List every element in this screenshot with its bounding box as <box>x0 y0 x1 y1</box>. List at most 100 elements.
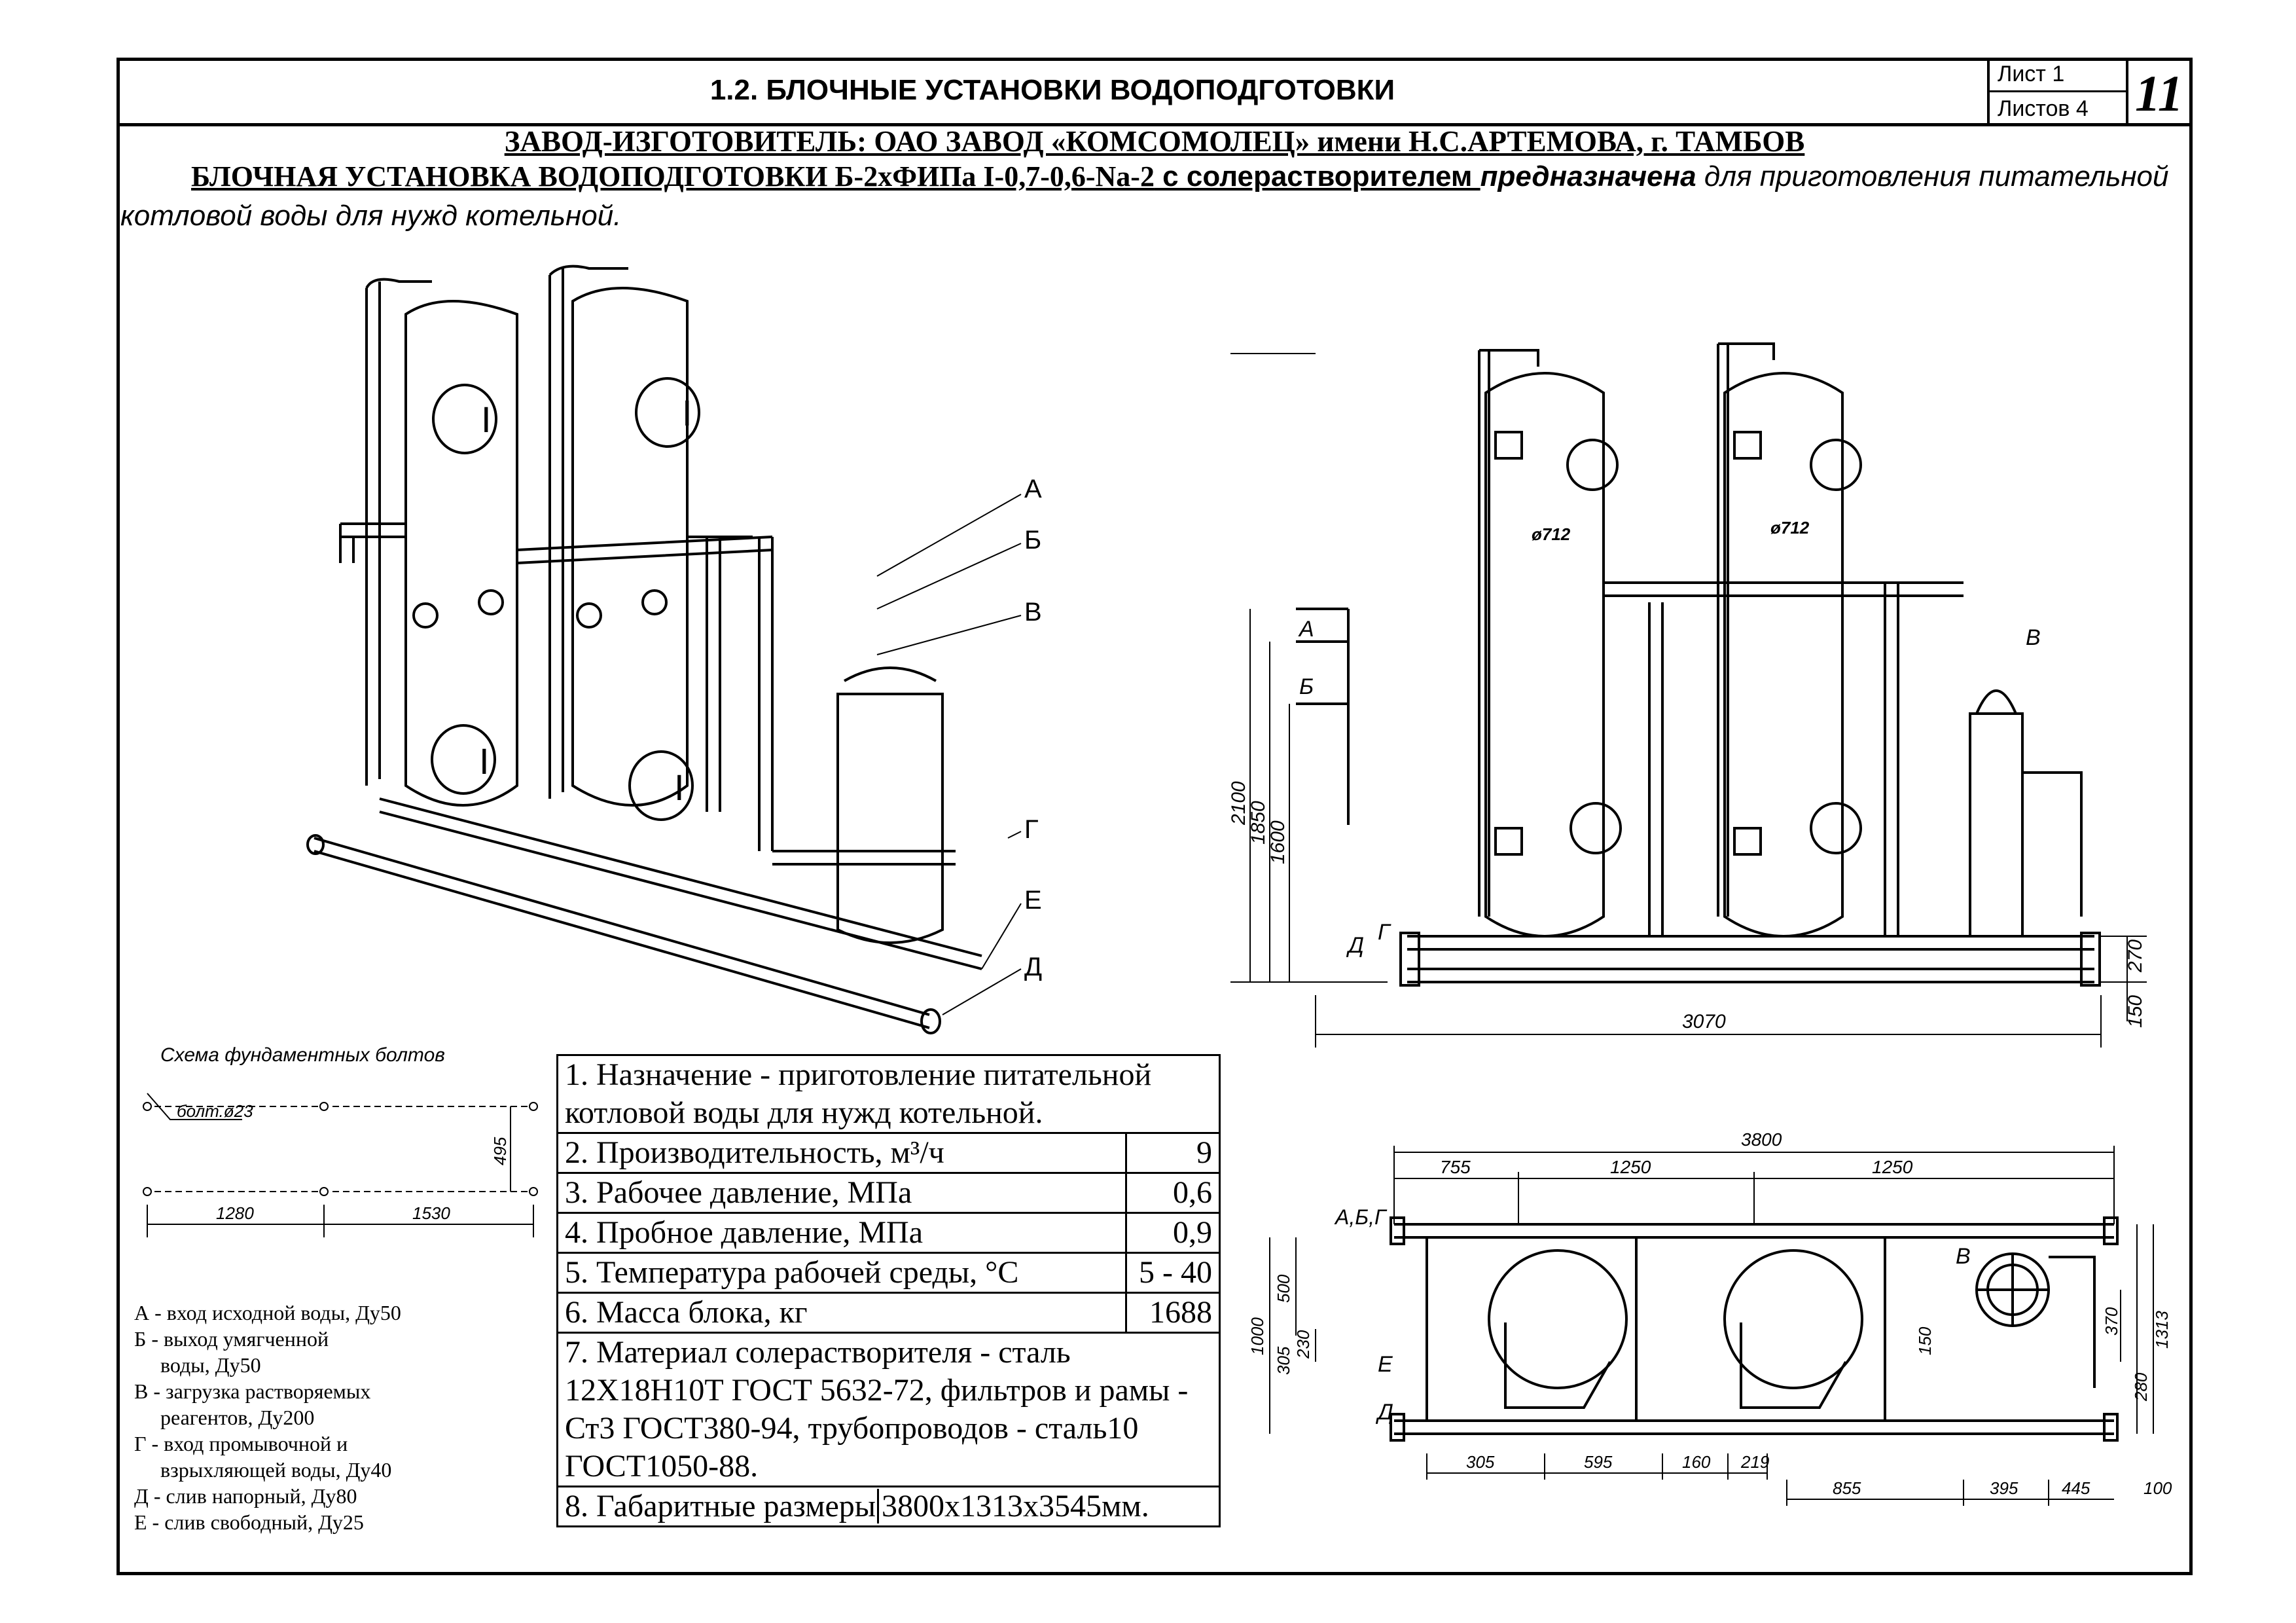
foundation-dim-1530: 1530 <box>412 1203 450 1223</box>
spec-value: 0,6 <box>1125 1172 1221 1214</box>
description-purpose-word: предназначена <box>1480 160 1696 192</box>
plan-dim-305: 305 <box>1274 1346 1293 1375</box>
legend-item: взрыхляющей воды, Ду40 <box>134 1458 392 1482</box>
spec-row: 7. Материал солерастворителя - сталь 12Х… <box>556 1332 1221 1487</box>
front-label-a: А <box>1298 617 1314 642</box>
diameter-2: ø712 <box>1770 518 1810 538</box>
dim-base: 270 <box>2125 939 2146 973</box>
plan-dim-b100: 100 <box>2144 1478 2172 1498</box>
spec-row: 1. Назначение - приготовление питательно… <box>556 1054 1221 1134</box>
spec-value: 3800х1313х3545мм. <box>877 1489 1149 1523</box>
spec-table: 1. Назначение - приготовление питательно… <box>556 1054 1221 1527</box>
legend-item: А - вход исходной воды, Ду50 <box>134 1301 401 1324</box>
label-v: В <box>1024 598 1042 627</box>
plan-label-e: Е <box>1378 1352 1393 1377</box>
plan-dim-1313: 1313 <box>2152 1311 2172 1349</box>
plan-dim-1250b: 1250 <box>1872 1157 1913 1177</box>
tank-mark-4: I <box>674 767 685 808</box>
legend-item: Б - выход умягченной <box>134 1327 329 1351</box>
spec-text: 5. Температура рабочей среды, °С <box>556 1252 1127 1294</box>
diameter-1: ø712 <box>1532 524 1571 544</box>
plan-dim-280: 280 <box>2131 1372 2151 1402</box>
foundation-scheme: болт.ø23 495 1280 1530 <box>143 1093 538 1237</box>
plan-dim-230: 230 <box>1293 1330 1313 1359</box>
isometric-view: I I I I А Б В Г Е Д <box>306 264 1042 1034</box>
sheets-label: Листов 4 <box>1998 96 2089 121</box>
manufacturer: ЗАВОД-ИЗГОТОВИТЕЛЬ: ОАО ЗАВОД «КОМСОМОЛЕ… <box>504 125 1805 158</box>
legend-item: Е - слив свободный, Ду25 <box>134 1510 364 1534</box>
sheet-box: Лист 1 Листов 4 <box>1987 58 2128 126</box>
label-e: Е <box>1024 886 1042 915</box>
spec-value: 9 <box>1125 1132 1221 1174</box>
plan-label-d: Д <box>1375 1400 1393 1425</box>
spec-text: 7. Материал солерастворителя - сталь 12Х… <box>556 1332 1221 1487</box>
plan-dim-1250a: 1250 <box>1610 1157 1651 1177</box>
legend-item: Г - вход промывочной и <box>134 1432 348 1455</box>
dim-h2: 1850 <box>1247 801 1269 845</box>
legend-item: Д - слив напорный, Ду80 <box>134 1484 357 1508</box>
description-purpose: для приготовления питательной котловой в… <box>120 160 2169 232</box>
spec-text: 3. Рабочее давление, МПа <box>556 1172 1127 1214</box>
spec-value: 0,9 <box>1125 1212 1221 1254</box>
label-b: Б <box>1024 526 1041 555</box>
plan-label-v: В <box>1956 1244 1971 1269</box>
tank-mark-2: I <box>682 392 692 433</box>
legend-item: В - загрузка растворяемых <box>134 1379 371 1403</box>
foundation-title: Схема фундаментных болтов <box>160 1044 445 1066</box>
plan-dim-755: 755 <box>1440 1157 1471 1177</box>
foundation-dim-1280: 1280 <box>216 1203 254 1223</box>
spec-text: 1. Назначение - приготовление питательно… <box>556 1054 1221 1134</box>
plan-dim-b395: 395 <box>1990 1478 2018 1498</box>
label-a: А <box>1024 475 1042 503</box>
spec-text: 6. Масса блока, кг <box>556 1292 1127 1334</box>
description-solvent: с солерастворителем <box>1154 160 1480 192</box>
plan-dim-150: 150 <box>1915 1326 1935 1355</box>
dim-h3: 1600 <box>1267 820 1289 864</box>
page-title: 1.2. БЛОЧНЫЕ УСТАНОВКИ ВОДОПОДГОТОВКИ <box>709 74 1395 106</box>
plan-dim-b445: 445 <box>2062 1478 2090 1498</box>
bolt-label: болт.ø23 <box>177 1101 253 1121</box>
plan-label-abg: А,Б,Г <box>1334 1205 1388 1229</box>
sheet-label: Лист 1 <box>1990 58 2126 92</box>
spec-text: 2. Производительность, м³/ч <box>556 1132 1127 1174</box>
front-label-v: В <box>2026 625 2041 650</box>
title-bar: 1.2. БЛОЧНЫЕ УСТАНОВКИ ВОДОПОДГОТОВКИ <box>117 58 2193 126</box>
plan-dim-b855: 855 <box>1833 1478 1861 1498</box>
dim-width: 3070 <box>1682 1011 1726 1032</box>
plan-view: 3800 755 1250 1250 1000 500 305 230 150 … <box>1247 1129 2172 1506</box>
plan-dim-b595: 595 <box>1584 1452 1613 1472</box>
legend-item: воды, Ду50 <box>134 1353 261 1377</box>
tank-mark-1: I <box>481 399 492 440</box>
dim-bottom: 150 <box>2125 995 2146 1028</box>
spec-value: 1688 <box>1125 1292 1221 1334</box>
plan-dim-b305: 305 <box>1466 1452 1495 1472</box>
description-product: БЛОЧНАЯ УСТАНОВКА ВОДОПОДГОТОВКИ Б-2хФИП… <box>191 160 1155 192</box>
legend-item: реагентов, Ду200 <box>134 1406 315 1429</box>
plan-dim-b219: 219 <box>1740 1452 1769 1472</box>
description: БЛОЧНАЯ УСТАНОВКА ВОДОПОДГОТОВКИ Б-2хФИП… <box>120 157 2182 236</box>
plan-dim-b160: 160 <box>1682 1452 1711 1472</box>
label-d: Д <box>1024 953 1042 981</box>
spec-text: 8. Габаритные размеры <box>565 1489 876 1523</box>
plan-dim-500: 500 <box>1274 1274 1293 1303</box>
plan-dim-370: 370 <box>2102 1307 2121 1336</box>
foundation-dim-495: 495 <box>490 1137 510 1165</box>
front-label-d: Д <box>1346 933 1364 958</box>
dim-h1: 2100 <box>1230 781 1249 826</box>
label-g: Г <box>1024 815 1039 844</box>
spec-text: 4. Пробное давление, МПа <box>556 1212 1127 1254</box>
front-label-g: Г <box>1378 920 1391 945</box>
plan-dim-1000: 1000 <box>1247 1317 1267 1355</box>
front-label-b: Б <box>1299 674 1314 699</box>
drawing-frame <box>117 58 2193 1575</box>
front-view: 3545 2100 1850 1600 270 150 3070 ø712 ø7… <box>1230 342 2147 1048</box>
page-number: 11 <box>2135 65 2183 122</box>
legend: А - вход исходной воды, Ду50 Б - выход у… <box>134 1300 401 1535</box>
